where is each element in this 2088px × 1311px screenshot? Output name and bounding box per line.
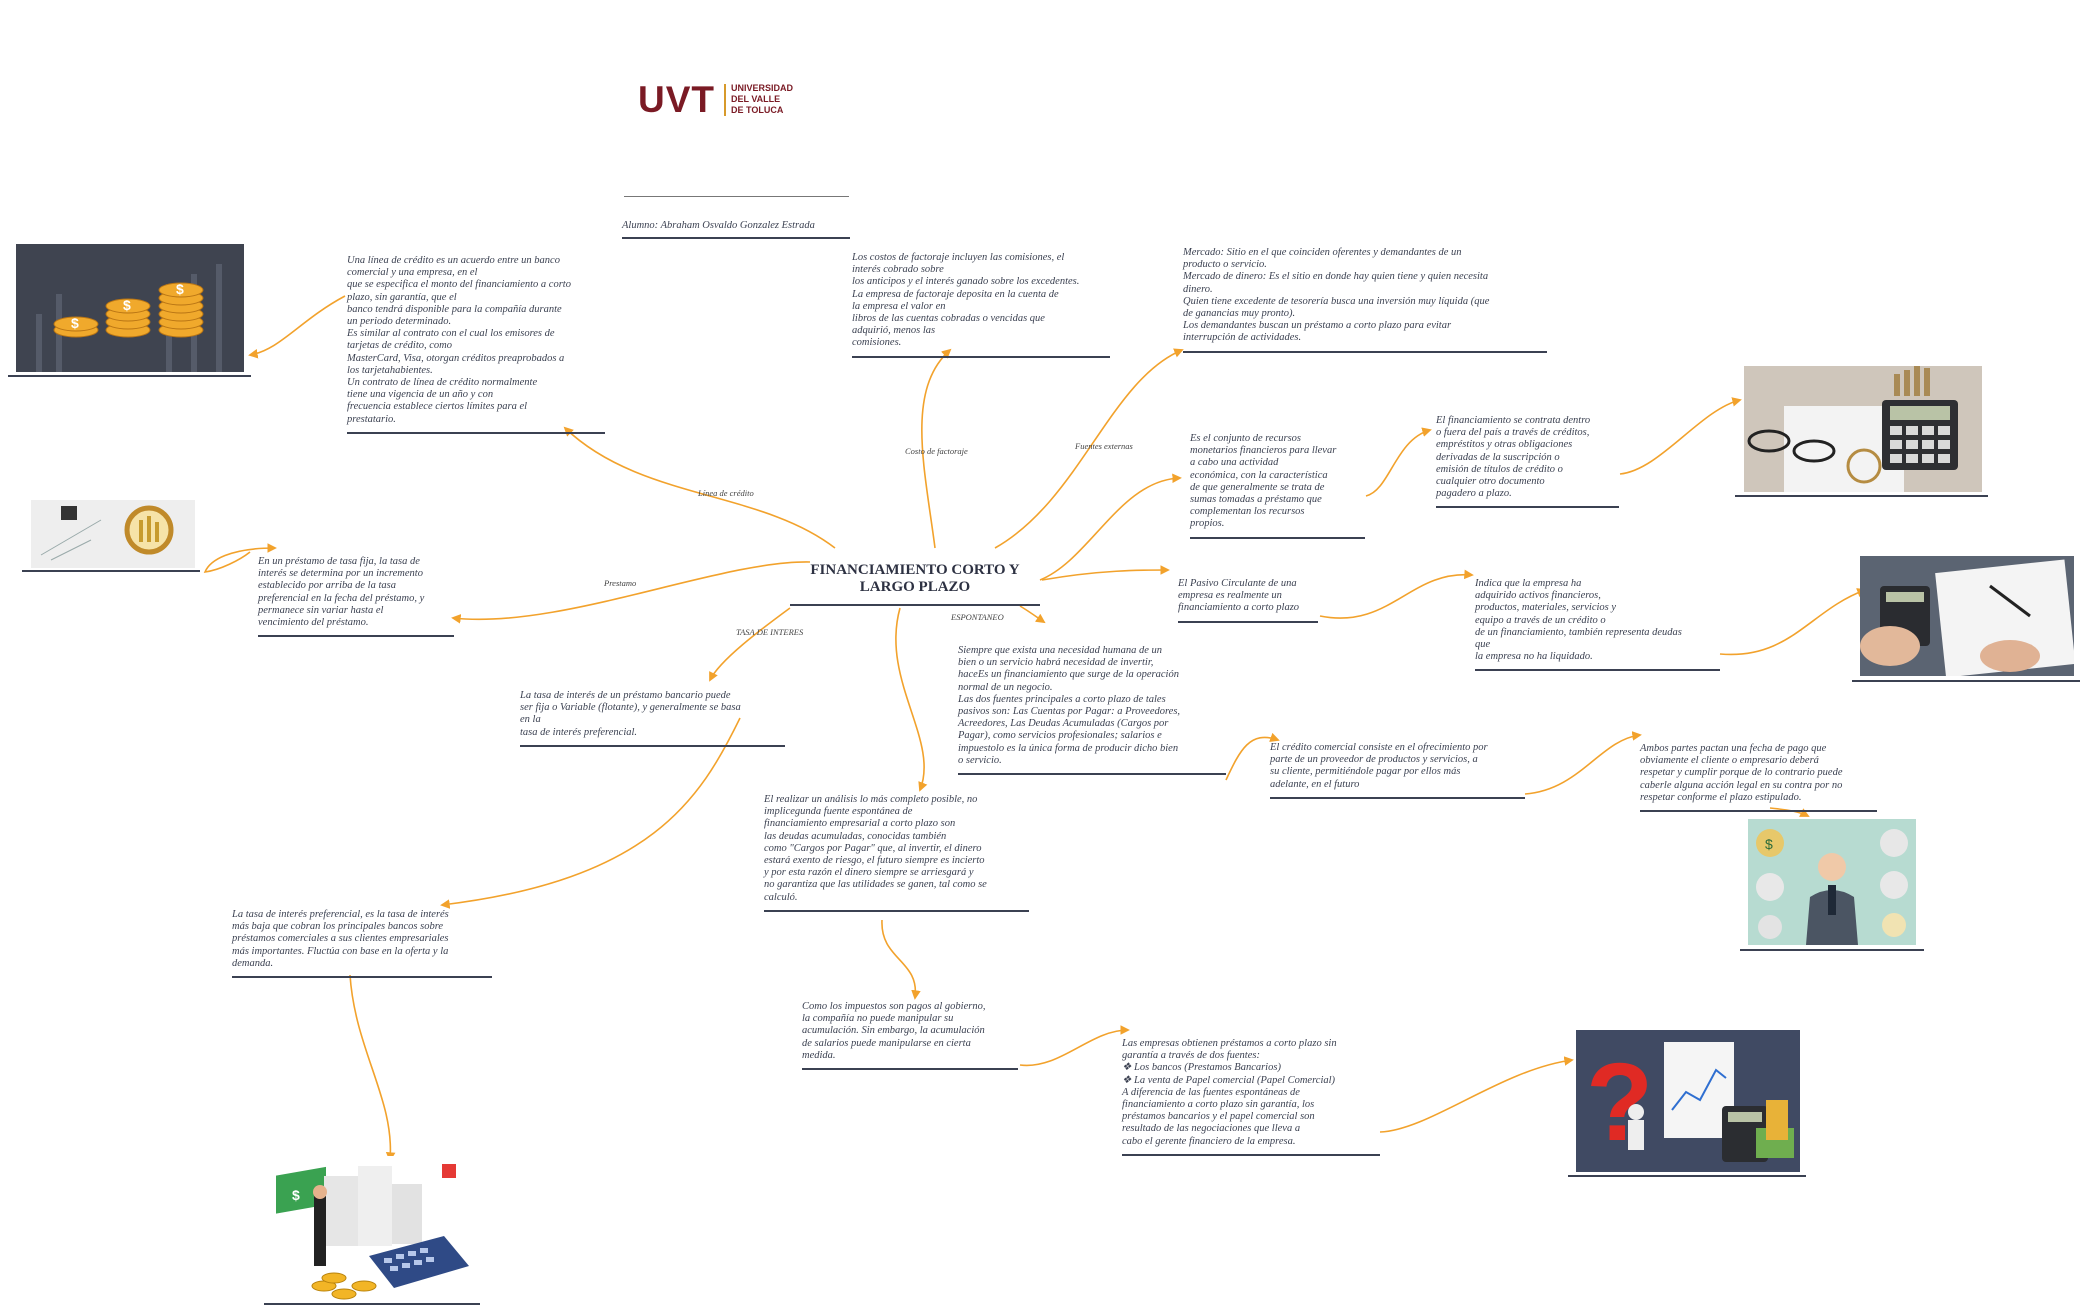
note-mercado: Mercado: Sitio en el que coinciden ofere… — [1183, 247, 1547, 353]
businessman-icons-image: $ — [1748, 819, 1916, 945]
arrow-pasivo — [1041, 565, 1170, 581]
note-costo-factoraje: Los costos de factoraje incluyen las com… — [852, 252, 1110, 358]
arrow-conjunto-contrata — [1365, 427, 1432, 497]
arrow-indica-img — [1719, 588, 1867, 656]
arrow-siempre-credito — [1225, 732, 1280, 781]
arrow-costo-factoraje — [921, 348, 952, 549]
arrow-linea-credito — [563, 426, 836, 549]
hands-calculator-underline — [1852, 680, 2080, 682]
coins-image: $ $ $ — [16, 244, 244, 372]
edge-label-espontaneo: ESPONTANEO — [951, 612, 1004, 622]
note-tasa-preferencial: La tasa de interés preferencial, es la t… — [232, 909, 492, 979]
arrow-tasa-preferencial — [440, 717, 741, 909]
arrow-conjunto — [1039, 473, 1182, 581]
svg-text:$: $ — [123, 297, 131, 313]
logo-mark: UVT — [638, 79, 715, 120]
central-topic: FINANCIAMIENTO CORTO Y LARGO PLAZO — [790, 562, 1040, 606]
title-placeholder-line — [624, 196, 849, 197]
arrow-prestamo-img — [203, 543, 277, 573]
businessman-icons-underline — [1740, 949, 1924, 951]
svg-text:$: $ — [292, 1187, 300, 1203]
note-indica: Indica que la empresa ha adquirido activ… — [1475, 578, 1720, 672]
note-siempre: Siempre que exista una necesidad humana … — [958, 645, 1226, 776]
note-contrata: El financiamiento se contrata dentro o f… — [1436, 415, 1619, 509]
hands-calculator-image — [1860, 556, 2074, 676]
note-sin-garantia: Las empresas obtienen préstamos a corto … — [1122, 1038, 1380, 1156]
arrow-impuestos-garantia — [1019, 1025, 1130, 1067]
edge-label-costo-factoraje: Costo de factoraje — [905, 446, 968, 456]
note-prestamo-tasa-fija: En un préstamo de tasa fija, la tasa de … — [258, 556, 454, 638]
svg-text:$: $ — [176, 281, 184, 297]
calculator-money-image: $ — [274, 1156, 474, 1306]
magnifier-image-underline — [22, 570, 200, 572]
arrow-linea-img — [248, 295, 346, 359]
arrow-fuentes-externas — [994, 348, 1184, 549]
student-name: Alumno: Abraham Osvaldo Gonzalez Estrada — [622, 220, 850, 239]
note-linea-credito: Una línea de crédito es un acuerdo entre… — [347, 255, 605, 434]
calculator-money-underline — [264, 1303, 480, 1305]
arrow-preferencial-img — [349, 974, 396, 1162]
logo-separator — [724, 84, 726, 116]
note-tasa-interes: La tasa de interés de un préstamo bancar… — [520, 690, 785, 747]
arrow-tasa — [709, 607, 791, 682]
arrow-prestamo — [451, 561, 811, 624]
note-impuestos: Como los impuestos son pagos al gobierno… — [802, 1001, 1018, 1071]
arrow-espontaneo-1 — [1019, 605, 1046, 624]
note-ambos-partes: Ambos partes pactan una fecha de pago qu… — [1640, 743, 1877, 813]
arrow-contrata-img — [1619, 397, 1742, 475]
svg-text:$: $ — [71, 315, 79, 331]
note-credito-comercial: El crédito comercial consiste en el ofre… — [1270, 742, 1525, 799]
edge-label-linea-credito: Línea de crédito — [698, 488, 754, 498]
edge-label-fuentes-externas: Fuentes externas — [1075, 441, 1133, 451]
arrow-analisis-impuestos — [881, 919, 921, 1000]
magnifier-chart-image — [31, 500, 195, 568]
arrow-pasivo-indica — [1319, 569, 1474, 619]
logo-name: UNIVERSIDAD DEL VALLE DE TOLUCA — [731, 83, 794, 115]
arrow-espontaneo-2 — [895, 607, 928, 792]
uvt-logo: UVT UNIVERSIDAD DEL VALLE DE TOLUCA — [638, 78, 808, 122]
note-analisis: El realizar un análisis lo más completo … — [764, 794, 1029, 912]
arrow-credito-ambos — [1524, 731, 1642, 795]
question-chart-underline — [1568, 1175, 1806, 1177]
coins-image-underline — [8, 375, 251, 377]
svg-text:$: $ — [1765, 836, 1773, 852]
calculator-glasses-image — [1744, 366, 1982, 492]
note-conjunto-recursos: Es el conjunto de recursos monetarios fi… — [1190, 433, 1365, 539]
question-chart-image: ? — [1576, 1030, 1800, 1172]
note-pasivo-circulante: El Pasivo Circulante de una empresa es r… — [1178, 578, 1318, 623]
arrow-garantia-img — [1379, 1056, 1574, 1133]
edge-label-tasa: TASA DE INTERES — [736, 627, 804, 637]
edge-label-prestamo: Prestamo — [604, 578, 637, 588]
calculator-glasses-underline — [1735, 495, 1988, 497]
